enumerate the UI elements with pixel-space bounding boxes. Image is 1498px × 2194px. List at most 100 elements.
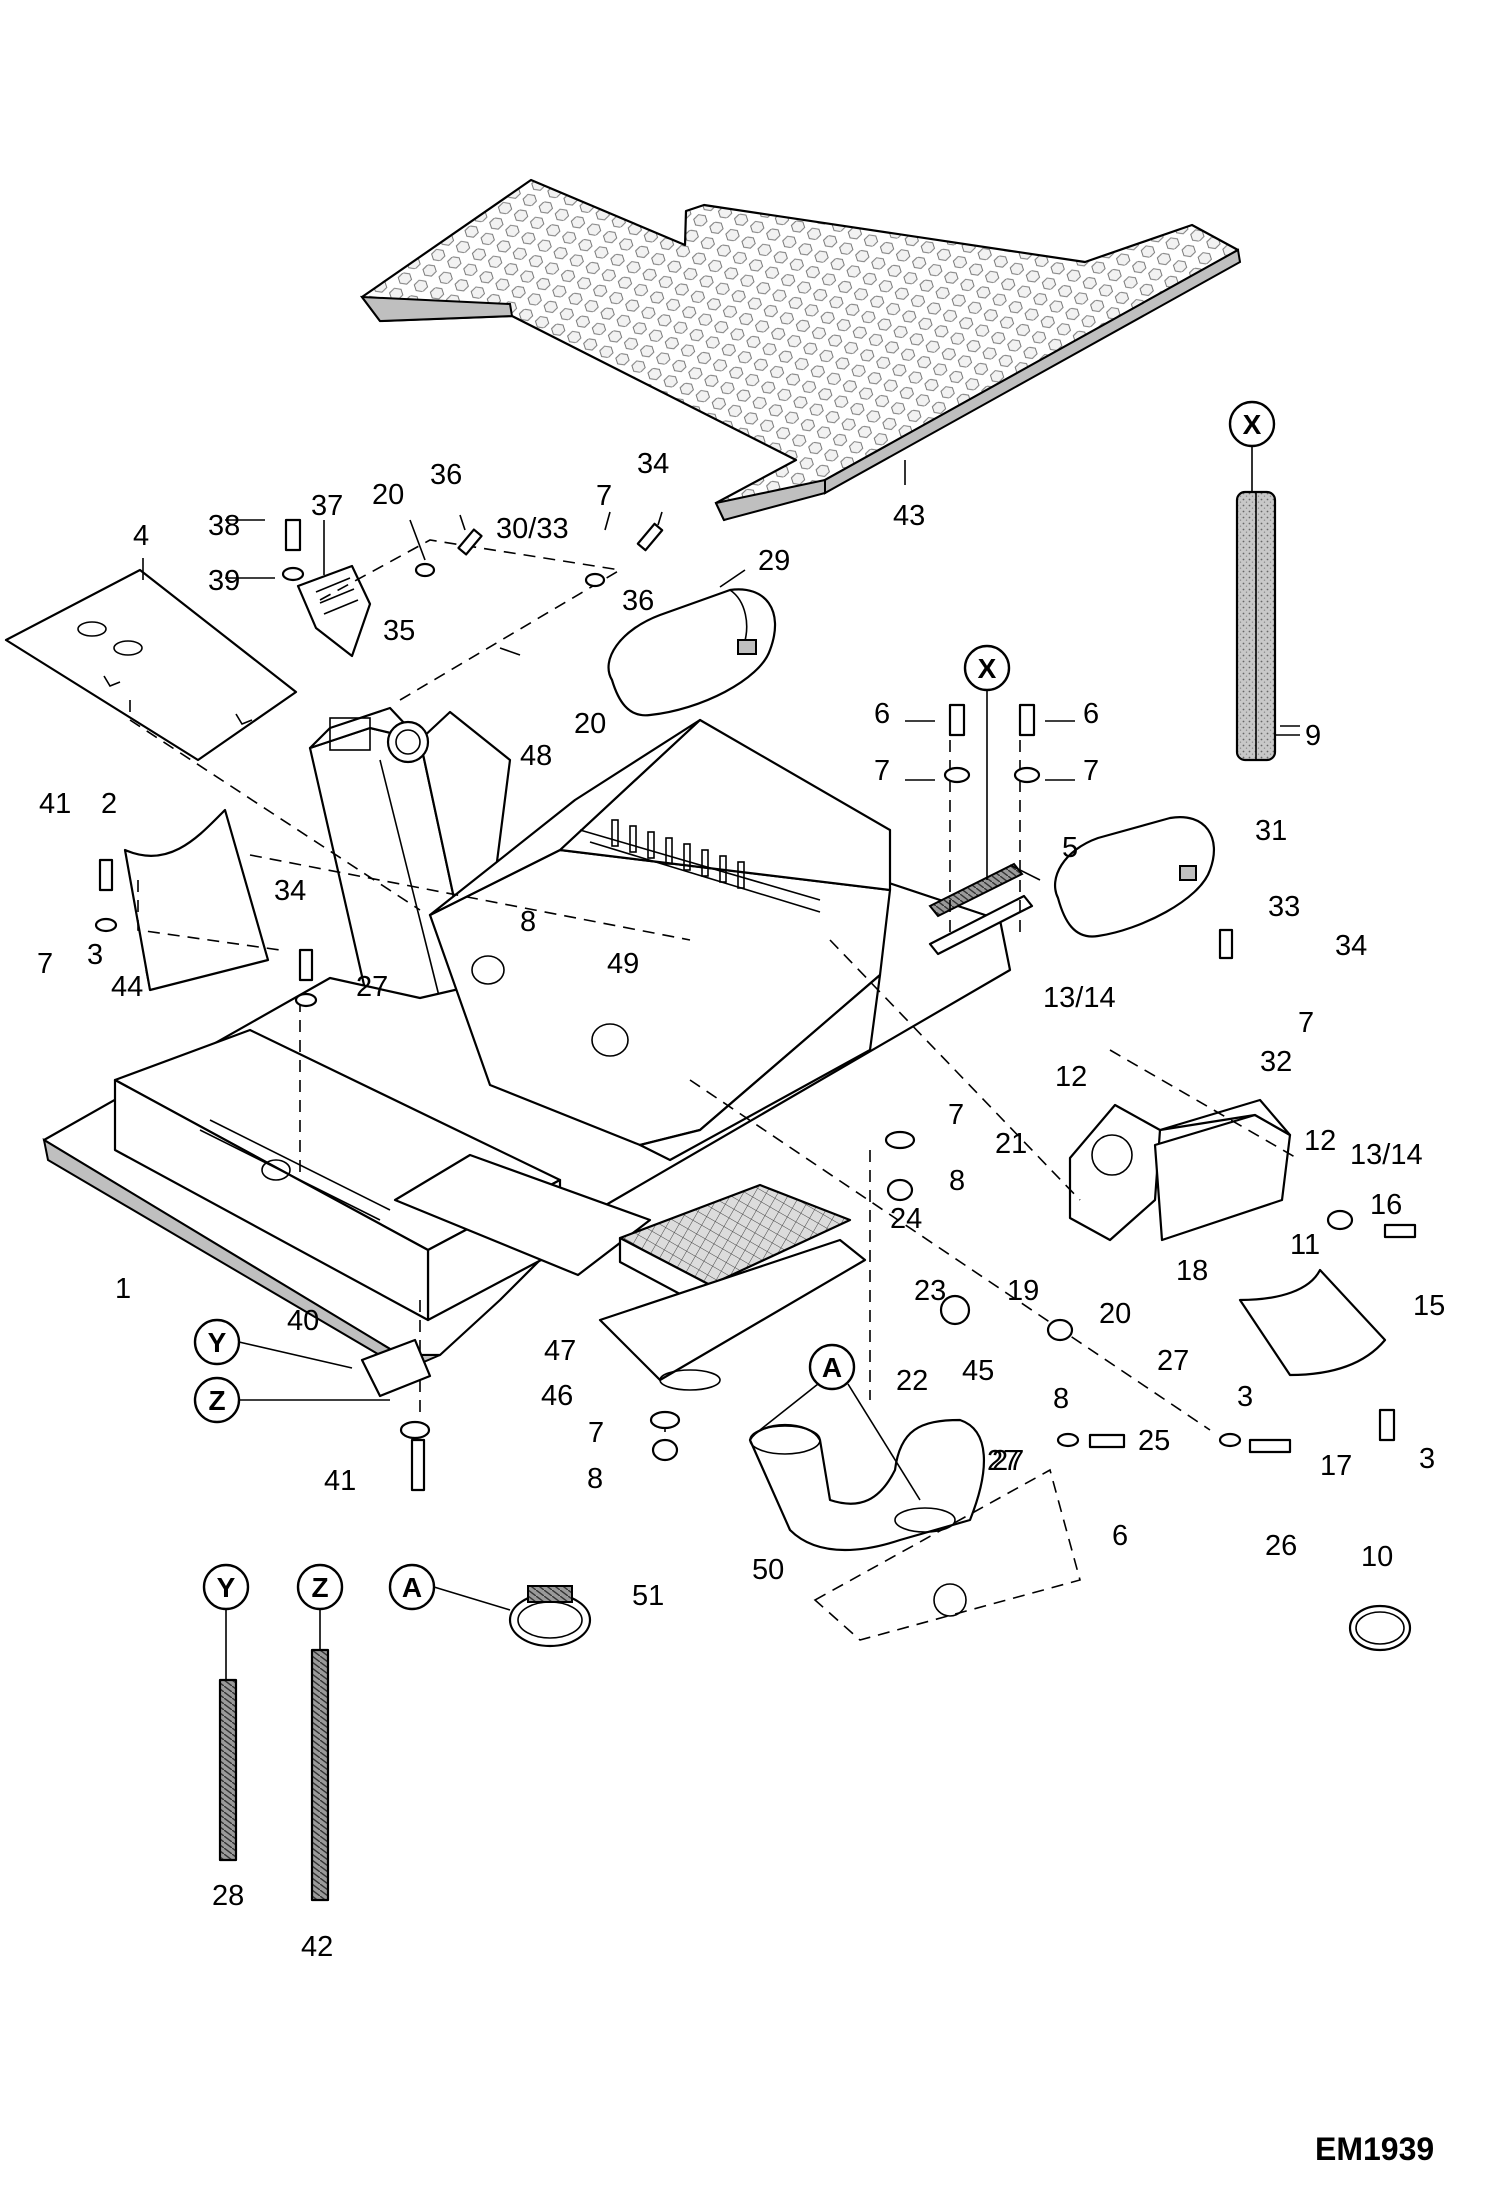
callout-label: 12 — [1055, 1061, 1087, 1093]
callout-label: 20 — [1099, 1298, 1131, 1330]
callout-label: 5 — [1062, 832, 1078, 864]
callout-label: 27 — [992, 1445, 1024, 1477]
pedal-box-part — [1068, 1098, 1292, 1242]
hose-clamp-part — [508, 1585, 592, 1648]
callout-label: 8 — [520, 906, 536, 938]
callout-label: 32 — [1260, 1046, 1292, 1078]
callout-label: 42 — [301, 1931, 333, 1963]
callout-label: 20 — [372, 479, 404, 511]
reference-marker-x-top: X — [1228, 400, 1276, 448]
svg-text:Y: Y — [217, 1572, 236, 1603]
central-housing-part — [428, 718, 892, 1162]
callout-label: 23 — [914, 1275, 946, 1307]
hose-part — [748, 1418, 985, 1552]
callout-label: 7 — [1083, 755, 1099, 787]
callout-label: 48 — [520, 740, 552, 772]
seal-strip-part — [1235, 490, 1277, 762]
callout-label: 34 — [1335, 930, 1367, 962]
small-clamp-part — [1348, 1604, 1412, 1652]
callout-label: 7 — [1298, 1007, 1314, 1039]
callout-labels: 43 9 36 34 38 37 20 30/33 7 29 4 39 36 3… — [37, 448, 1445, 1963]
callout-label: 29 — [758, 545, 790, 577]
svg-text:A: A — [402, 1572, 422, 1603]
callout-label: 13/14 — [1350, 1139, 1423, 1171]
drawing-code: EM1939 — [1315, 2131, 1434, 2167]
callout-label: 7 — [596, 480, 612, 512]
callout-label: 25 — [1138, 1425, 1170, 1457]
reference-marker-z-detail: Z — [296, 1563, 344, 1611]
callout-label: 27 — [1157, 1345, 1189, 1377]
callout-label: 10 — [1361, 1541, 1393, 1573]
callout-label: 30/33 — [496, 513, 569, 545]
callout-label: 36 — [430, 459, 462, 491]
callout-label: 17 — [1320, 1450, 1352, 1482]
callout-label: 27 — [987, 1445, 1019, 1477]
armrest-part — [607, 588, 776, 717]
callout-label: 18 — [1176, 1255, 1208, 1287]
svg-text:X: X — [1243, 409, 1262, 440]
callout-label: 41 — [324, 1465, 356, 1497]
reference-marker-z-assembly: Z — [193, 1376, 241, 1424]
callout-label: 44 — [111, 971, 143, 1003]
callout-label: 3 — [1237, 1381, 1253, 1413]
bracket-part — [296, 564, 372, 658]
callout-label: 7 — [874, 755, 890, 787]
callout-label: 27 — [356, 971, 388, 1003]
rail-part — [928, 862, 1034, 956]
callout-label: 50 — [752, 1554, 784, 1586]
callout-label: 8 — [1053, 1383, 1069, 1415]
threaded-rod-part — [218, 1648, 330, 1902]
side-panel-part — [123, 808, 270, 992]
callout-label: 19 — [1007, 1275, 1039, 1307]
callout-label: 16 — [1370, 1189, 1402, 1221]
callout-label: 8 — [949, 1165, 965, 1197]
callout-label: 33 — [1268, 891, 1300, 923]
callout-label: 13/14 — [1043, 982, 1116, 1014]
callout-label: 34 — [274, 875, 306, 907]
fasteners — [94, 518, 1417, 1492]
callout-label: 3 — [87, 939, 103, 971]
callout-label: 7 — [588, 1417, 604, 1449]
reference-marker-y-assembly: Y — [193, 1318, 241, 1366]
reference-markers: X X Y Z A Y Z A — [193, 400, 1276, 1611]
armrest-right-part — [1053, 816, 1215, 938]
callout-label: 20 — [574, 708, 606, 740]
callout-label: 1 — [115, 1273, 131, 1305]
callout-label: 6 — [874, 698, 890, 730]
tray-part — [598, 1238, 867, 1391]
reference-marker-x-middle: X — [963, 644, 1011, 692]
callout-label: 7 — [37, 948, 53, 980]
reference-marker-y-detail: Y — [202, 1563, 250, 1611]
callout-label: 11 — [1290, 1229, 1320, 1261]
floor-mat-part — [359, 178, 1242, 522]
callout-label: 41 — [39, 788, 71, 820]
callout-label: 15 — [1413, 1290, 1445, 1322]
callout-label: 34 — [637, 448, 669, 480]
callout-label: 8 — [587, 1463, 603, 1495]
callout-label: 6 — [1083, 698, 1099, 730]
svg-text:Y: Y — [208, 1327, 227, 1358]
callout-label: 51 — [632, 1580, 664, 1612]
leader-lines — [142, 460, 1300, 881]
callout-label: 39 — [208, 565, 240, 597]
callout-label: 35 — [383, 615, 415, 647]
callout-label: 24 — [890, 1203, 922, 1235]
callout-label: 36 — [622, 585, 654, 617]
callout-label: 4 — [133, 520, 149, 552]
callout-label: 45 — [962, 1355, 994, 1387]
callout-label: 37 — [311, 490, 343, 522]
callout-label: 38 — [208, 510, 240, 542]
callout-label: 43 — [893, 500, 925, 532]
callout-label: 9 — [1305, 720, 1321, 752]
duct-part — [1238, 1268, 1387, 1377]
callout-label: 12 — [1304, 1125, 1336, 1157]
callout-label: 3 — [1419, 1443, 1435, 1475]
svg-text:Z: Z — [208, 1385, 225, 1416]
callout-label: 6 — [1112, 1520, 1128, 1552]
svg-text:Z: Z — [311, 1572, 328, 1603]
svg-text:A: A — [822, 1352, 842, 1383]
callout-label: 22 — [896, 1365, 928, 1397]
cover-plate-part — [4, 568, 298, 762]
callout-label: 26 — [1265, 1530, 1297, 1562]
callout-label: 7 — [948, 1099, 964, 1131]
